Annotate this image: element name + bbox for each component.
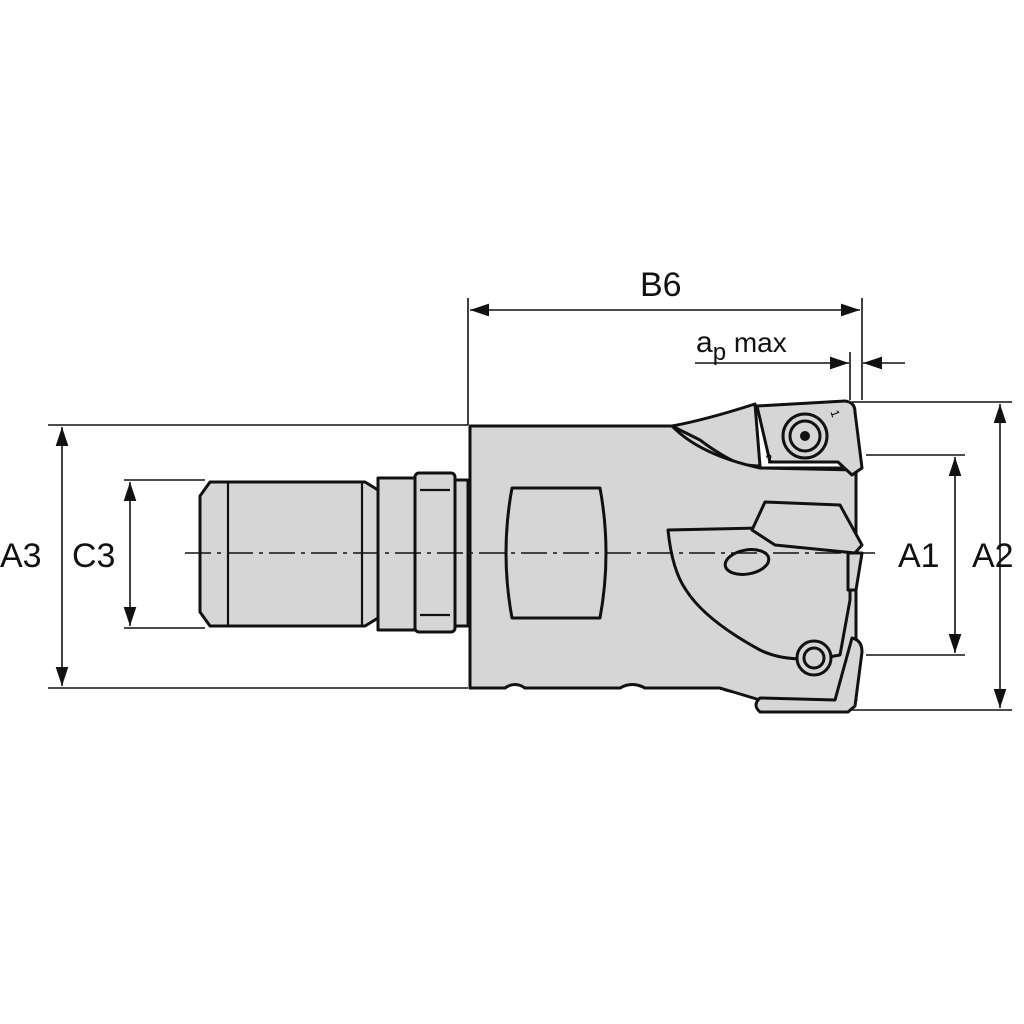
insert-middle	[750, 500, 864, 592]
coolant-hole	[723, 548, 771, 576]
label-ap-max: ap max	[696, 326, 787, 366]
edge-mark-1: 1	[827, 408, 843, 419]
insert-top: 1 2	[755, 399, 864, 477]
dimension-lines	[48, 298, 1012, 711]
label-a1: A1	[898, 537, 940, 575]
collar-flange	[413, 471, 470, 634]
label-b6: B6	[640, 266, 682, 304]
cutter-body	[468, 402, 858, 702]
insert-bottom	[754, 636, 864, 714]
edge-mark-2: 2	[764, 451, 775, 467]
threaded-shank	[198, 476, 417, 632]
label-a2: A2	[972, 537, 1014, 575]
label-c3: C3	[72, 537, 115, 575]
label-a3: A3	[0, 537, 42, 575]
